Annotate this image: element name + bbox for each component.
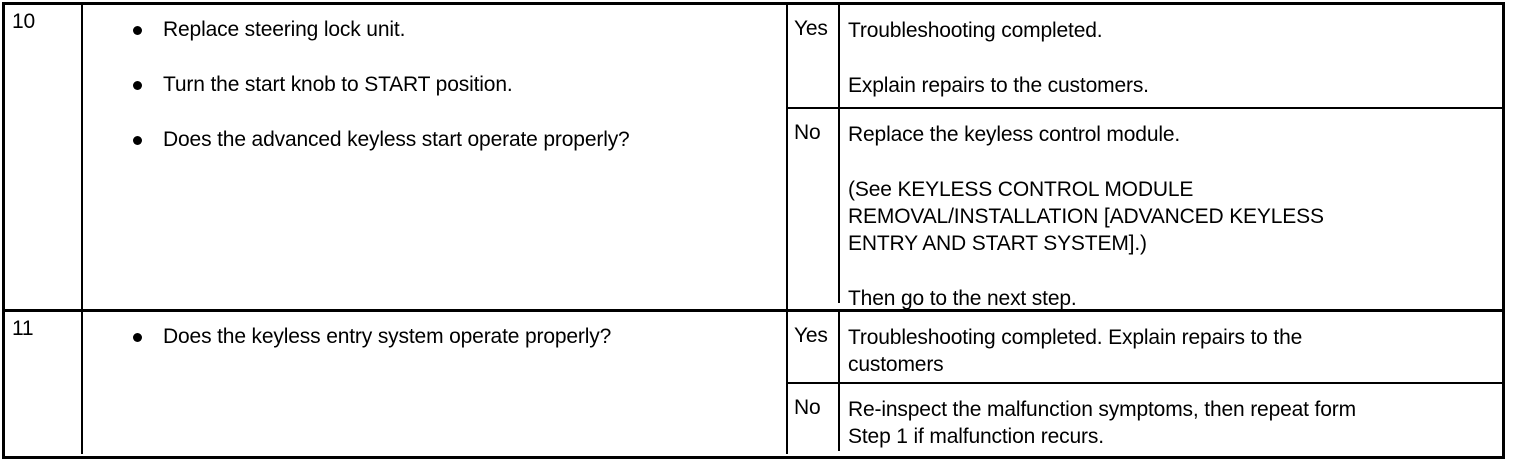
step-number-cell: 10 xyxy=(5,5,83,309)
action-bullet-list: Replace steering lock unit. Turn the sta… xyxy=(131,17,778,152)
result-detail-cell: Replace the keyless control module. (See… xyxy=(840,109,1502,310)
list-item: Replace steering lock unit. xyxy=(131,17,778,42)
bullet-icon xyxy=(133,26,142,35)
table-row: 11 Does the keyless entry system operate… xyxy=(5,309,1502,454)
result-line: REMOVAL/INSTALLATION [ADVANCED KEYLESS xyxy=(848,205,1324,228)
bullet-icon xyxy=(133,81,142,90)
step-number: 10 xyxy=(12,10,35,33)
result-line: Troubleshooting completed. Explain repai… xyxy=(848,326,1303,349)
action-cell: Does the keyless entry system operate pr… xyxy=(83,312,788,454)
list-item: Does the keyless entry system operate pr… xyxy=(131,324,778,349)
result-detail-cell: Troubleshooting completed. Explain repai… xyxy=(840,312,1502,382)
bullet-icon xyxy=(133,136,142,145)
step-number: 11 xyxy=(12,317,34,340)
action-text: Replace steering lock unit. xyxy=(163,18,406,41)
list-item: Does the advanced keyless start operate … xyxy=(131,127,778,152)
answer-label: No xyxy=(788,384,840,451)
result-line: (See KEYLESS CONTROL MODULE xyxy=(848,178,1194,201)
troubleshooting-table: 10 Replace steering lock unit. Turn the … xyxy=(2,2,1505,459)
action-text: Turn the start knob to START position. xyxy=(163,73,513,96)
result-line: Then go to the next step. xyxy=(848,287,1077,310)
result-block-no: No Replace the keyless control module. (… xyxy=(788,107,1502,310)
answer-label: Yes xyxy=(788,312,840,382)
result-block-no: No Re-inspect the malfunction symptoms, … xyxy=(788,382,1502,451)
action-text: Does the keyless entry system operate pr… xyxy=(163,325,612,348)
result-block-yes: Yes Troubleshooting completed. Explain r… xyxy=(788,5,1502,107)
results-column: Yes Troubleshooting completed. Explain r… xyxy=(788,312,1502,454)
result-line: Explain repairs to the customers. xyxy=(848,74,1149,97)
result-detail-cell: Troubleshooting completed. Explain repai… xyxy=(840,5,1502,107)
result-line: Re-inspect the malfunction symptoms, the… xyxy=(848,398,1356,421)
action-bullet-list: Does the keyless entry system operate pr… xyxy=(131,324,778,349)
results-column: Yes Troubleshooting completed. Explain r… xyxy=(788,5,1502,310)
result-line: Step 1 if malfunction recurs. xyxy=(848,425,1104,448)
action-text: Does the advanced keyless start operate … xyxy=(163,128,630,151)
result-line: Troubleshooting completed. xyxy=(848,19,1103,42)
answer-label: No xyxy=(788,109,840,303)
action-cell: Replace steering lock unit. Turn the sta… xyxy=(83,5,788,309)
result-detail-cell: Re-inspect the malfunction symptoms, the… xyxy=(840,384,1502,451)
result-block-yes: Yes Troubleshooting completed. Explain r… xyxy=(788,312,1502,382)
answer-label: Yes xyxy=(788,5,840,107)
list-item: Turn the start knob to START position. xyxy=(131,72,778,97)
result-line: Replace the keyless control module. xyxy=(848,123,1181,146)
bullet-icon xyxy=(133,333,142,342)
table-row: 10 Replace steering lock unit. Turn the … xyxy=(5,5,1502,310)
step-number-cell: 11 xyxy=(5,312,83,454)
result-line: ENTRY AND START SYSTEM].) xyxy=(848,232,1147,255)
result-line: customers xyxy=(848,353,944,376)
